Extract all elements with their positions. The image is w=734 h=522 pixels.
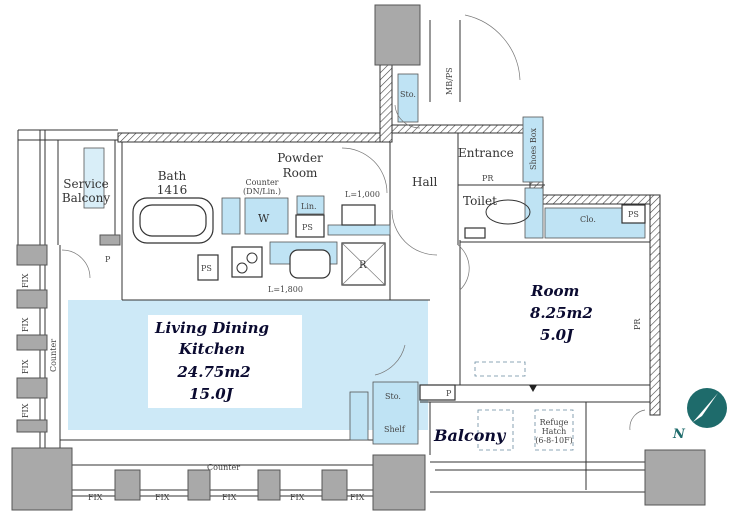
refuge-hatch-label-1: Refuge <box>540 418 569 427</box>
fix-window-label: FIX <box>290 493 305 502</box>
compass-north-label: N <box>672 427 686 442</box>
fix-window-label: FIX <box>155 493 170 502</box>
living-jo-label: 15.0J <box>189 385 234 403</box>
washer-label: W <box>258 212 270 225</box>
entrance-label: Entrance <box>458 146 514 160</box>
service-balcony-label-1: Service <box>63 177 109 191</box>
refrigerator-label: R <box>359 260 367 271</box>
fix-window-label: FIX <box>350 493 365 502</box>
structural-columns <box>11 4 706 511</box>
living-label-1: Living Dining <box>154 319 269 337</box>
shoes-box-label: Shoes Box <box>529 127 538 170</box>
counter-label-left: Counter <box>49 339 58 372</box>
fix-window-label: FIX <box>21 403 30 418</box>
mb-ps-label: MB/PS <box>445 67 454 95</box>
room-area-label: 8.25m2 <box>530 304 593 322</box>
fix-window-label: FIX <box>21 317 30 332</box>
refuge-hatch-label-3: (6-8-10F) <box>535 436 573 445</box>
fix-window-label: FIX <box>88 493 103 502</box>
north-compass-icon <box>687 388 727 428</box>
living-area-label: 24.75m2 <box>176 363 250 381</box>
fixtures <box>83 73 646 451</box>
living-label-2: Kitchen <box>178 340 245 358</box>
storage-label-hall: Sto. <box>400 90 416 99</box>
powder-room-label-2: Room <box>283 166 318 180</box>
pr-label-room: PR <box>633 318 642 330</box>
p-label-balcony: P <box>446 389 452 398</box>
counter-length-2: L=1,800 <box>268 285 303 294</box>
counter-note-1: Counter <box>245 178 278 187</box>
p-label-service: P <box>105 255 111 264</box>
pr-label-entrance: PR <box>482 174 494 183</box>
refuge-hatch-label-2: Hatch <box>542 427 567 436</box>
ps-label-room: PS <box>628 210 639 219</box>
service-balcony-label-2: Balcony <box>62 191 110 205</box>
hall-label: Hall <box>412 175 437 189</box>
ps-label-kitchen: PS <box>201 264 212 273</box>
powder-room-label-1: Powder <box>277 151 323 165</box>
living-label-box <box>148 315 302 408</box>
shelf-label: Shelf <box>384 425 406 434</box>
room-label: Room <box>530 282 579 300</box>
counter-note-2: (DN/Lin.) <box>243 187 281 196</box>
counter-label-bottom: Counter <box>207 463 240 472</box>
room-jo-label: 5.0J <box>540 326 574 344</box>
linen-label: Lin. <box>301 202 317 211</box>
fix-window-label: FIX <box>21 359 30 374</box>
fix-window-label: FIX <box>222 493 237 502</box>
counter-length-1: L=1,000 <box>345 190 380 199</box>
fix-window-label: FIX <box>21 273 30 288</box>
balcony-label: Balcony <box>433 426 507 445</box>
bath-label: Bath <box>158 169 187 183</box>
door-swings <box>61 14 646 431</box>
toilet-label: Toilet <box>463 194 497 208</box>
closet-label: Clo. <box>580 215 596 224</box>
ps-label-powder: PS <box>302 223 313 232</box>
bath-size-label: 1416 <box>157 183 188 197</box>
storage-label-living: Sto. <box>385 392 401 401</box>
